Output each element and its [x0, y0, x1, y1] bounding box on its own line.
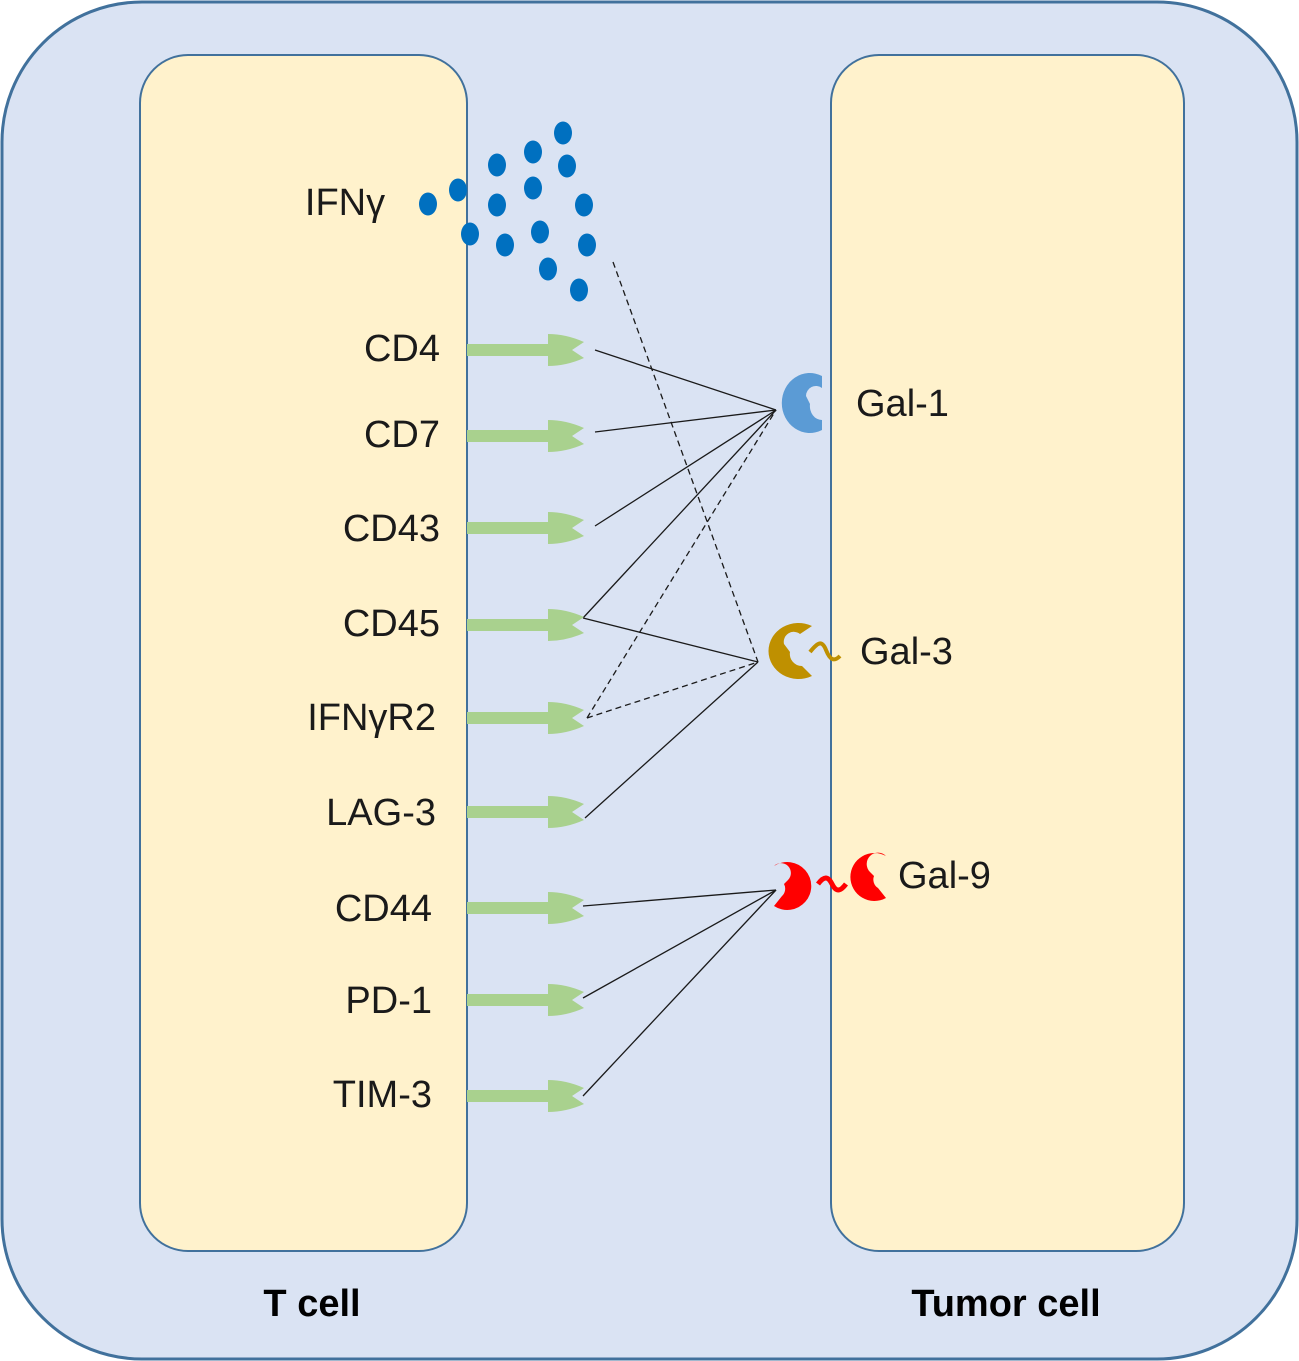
receptor-label-cd44: CD44 [335, 888, 432, 930]
receptor-binding-head [548, 702, 584, 734]
receptor-binding-head [548, 796, 584, 828]
receptor-label-cd7: CD7 [364, 414, 440, 456]
receptor-binding-head [548, 334, 584, 366]
ifng-droplet [524, 176, 542, 200]
ifng-label: IFNγ [305, 182, 385, 224]
t-cell-receptors: CD4 CD7 CD43 CD45 IFNγR2 LAG-3 CD44 PD-1… [307, 328, 584, 1116]
interaction-line-cd44-gal9 [582, 889, 777, 907]
interaction-line-cd4-gal1 [594, 349, 777, 411]
interaction-line-cd45-gal3 [582, 617, 759, 663]
t-cell: T cell [139, 54, 468, 1325]
receptor-stalk [467, 522, 559, 534]
gal1-shape [781, 373, 822, 434]
ifng-cytokine-cluster [419, 121, 596, 302]
receptor-stalk [467, 1090, 559, 1102]
ifng-droplet [488, 193, 506, 217]
receptor-tim3 [467, 1080, 584, 1112]
receptor-ifngr2 [467, 702, 584, 734]
galectin-gal1: Gal-1 [781, 373, 949, 434]
interaction-line-cd7-gal1 [594, 409, 777, 433]
tumor-cell: Tumor cell [830, 54, 1185, 1325]
ifng-droplet [461, 222, 479, 246]
receptor-cd45 [467, 609, 584, 641]
receptor-stalk [467, 430, 559, 442]
receptor-binding-head [548, 892, 584, 924]
receptor-cd4 [467, 334, 584, 366]
ifng-droplet [570, 278, 588, 302]
t-cell-title: T cell [263, 1283, 360, 1325]
receptor-binding-head [548, 1080, 584, 1112]
receptor-stalk [467, 619, 559, 631]
ifng-droplet [419, 192, 437, 216]
receptor-lag3 [467, 796, 584, 828]
receptor-stalk [467, 712, 559, 724]
ifng-droplet [554, 121, 572, 145]
interaction-line-lag3-gal3 [584, 661, 759, 819]
gal3-label: Gal-3 [860, 631, 953, 673]
receptor-binding-head [548, 512, 584, 544]
receptor-cd43 [467, 512, 584, 544]
receptor-stalk [467, 344, 559, 356]
receptor-stalk [467, 806, 559, 818]
gal1-label: Gal-1 [856, 383, 949, 425]
gal9-linker [816, 875, 848, 893]
ifng-droplet [578, 233, 596, 257]
ifng-droplet [496, 233, 514, 257]
interaction-line-cd45-gal1 [582, 409, 777, 619]
gal3-shape [768, 623, 812, 679]
galectin-gal3: Gal-3 [768, 623, 953, 679]
interaction-line-ifngr2-gal1 [586, 409, 777, 719]
receptor-binding-head [548, 609, 584, 641]
receptor-stalk [467, 994, 559, 1006]
ifng-droplet [539, 257, 557, 281]
ifng-droplet [524, 140, 542, 164]
interaction-line-tim3-gal9 [582, 889, 777, 1097]
ifng-droplet [531, 220, 549, 244]
receptor-label-cd45: CD45 [343, 603, 440, 645]
interaction-line-ifng-gal3 [612, 261, 759, 663]
interaction-line-cd43-gal1 [594, 409, 777, 527]
interaction-line-pd1-gal9 [582, 889, 777, 999]
galectin-gal9: Gal-9 [774, 852, 991, 910]
ifng-droplet [558, 154, 576, 178]
receptor-pd1 [467, 984, 584, 1016]
receptor-binding-head [548, 420, 584, 452]
ifng-droplet [488, 153, 506, 177]
receptor-label-cd43: CD43 [343, 508, 440, 550]
receptor-label-pd1: PD-1 [345, 980, 432, 1022]
gal9-left-domain [774, 861, 812, 910]
tumor-cell-body [830, 54, 1185, 1252]
gal9-label: Gal-9 [898, 855, 991, 897]
t-cell-body [139, 54, 468, 1252]
receptor-label-tim3: TIM-3 [333, 1074, 432, 1116]
tumor-cell-title: Tumor cell [911, 1283, 1100, 1325]
ifng-droplet [449, 178, 467, 202]
gal9-right-domain [850, 852, 886, 901]
receptor-binding-head [548, 984, 584, 1016]
gal3-tail [808, 641, 842, 662]
receptor-stalk [467, 902, 559, 914]
receptor-cd44 [467, 892, 584, 924]
ifng-droplet [575, 193, 593, 217]
receptor-label-cd4: CD4 [364, 328, 440, 370]
receptor-label-lag3: LAG-3 [326, 792, 436, 834]
interaction-lines [582, 261, 777, 1097]
receptor-label-ifngr2: IFNγR2 [307, 697, 436, 739]
receptor-cd7 [467, 420, 584, 452]
